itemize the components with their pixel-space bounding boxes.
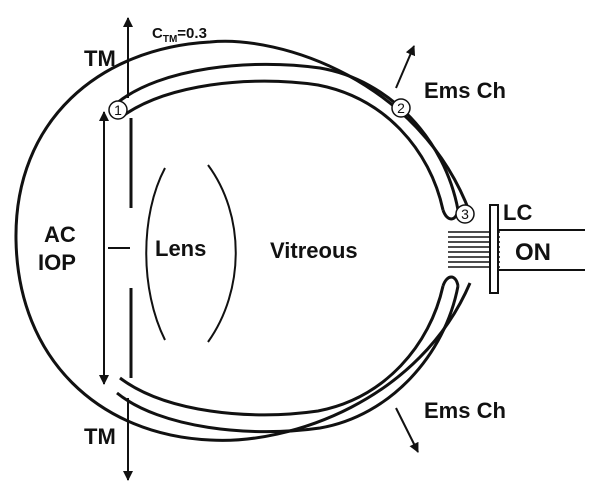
marker-1-circle (108, 100, 128, 120)
lens-label: Lens (155, 236, 206, 261)
marker-2-circle (391, 98, 411, 118)
emissary-channel-arrow-bottom (395, 407, 419, 453)
tm-coefficient-label: CTM=0.3 (152, 25, 207, 45)
vitreous-label: Vitreous (270, 238, 358, 263)
lower-channel-cap (441, 275, 460, 287)
lamina-cribrosa-plate (489, 204, 499, 294)
emissary-channel-arrow-top (395, 45, 416, 89)
ac-label: AC (44, 222, 76, 247)
lens-front-curve (145, 167, 166, 341)
coefficient-subscript: TM (163, 34, 177, 45)
on-label: ON (515, 239, 551, 266)
marker-3-label: 3 (461, 206, 469, 222)
iop-label: IOP (38, 250, 76, 275)
lower-channel-inner-line (119, 285, 445, 417)
outer-eye-wall (14, 39, 472, 442)
outflow-channel-outer-line (116, 62, 460, 211)
tm-label-bottom: TM (84, 424, 116, 449)
marker-3-circle (455, 204, 475, 224)
tm-label-top: TM (84, 46, 116, 71)
coefficient-symbol: C (152, 25, 163, 42)
outflow-channel-inner-line (119, 79, 445, 211)
marker-2-label: 2 (397, 100, 405, 116)
lens-back-curve (207, 164, 237, 343)
lower-channel-outer-line (116, 285, 460, 434)
marker-1-label: 1 (114, 102, 122, 118)
coefficient-value: =0.3 (177, 25, 207, 42)
ems-ch-label-top: Ems Ch (424, 78, 506, 103)
ems-ch-label-bottom: Ems Ch (424, 398, 506, 423)
lc-label: LC (503, 200, 532, 225)
